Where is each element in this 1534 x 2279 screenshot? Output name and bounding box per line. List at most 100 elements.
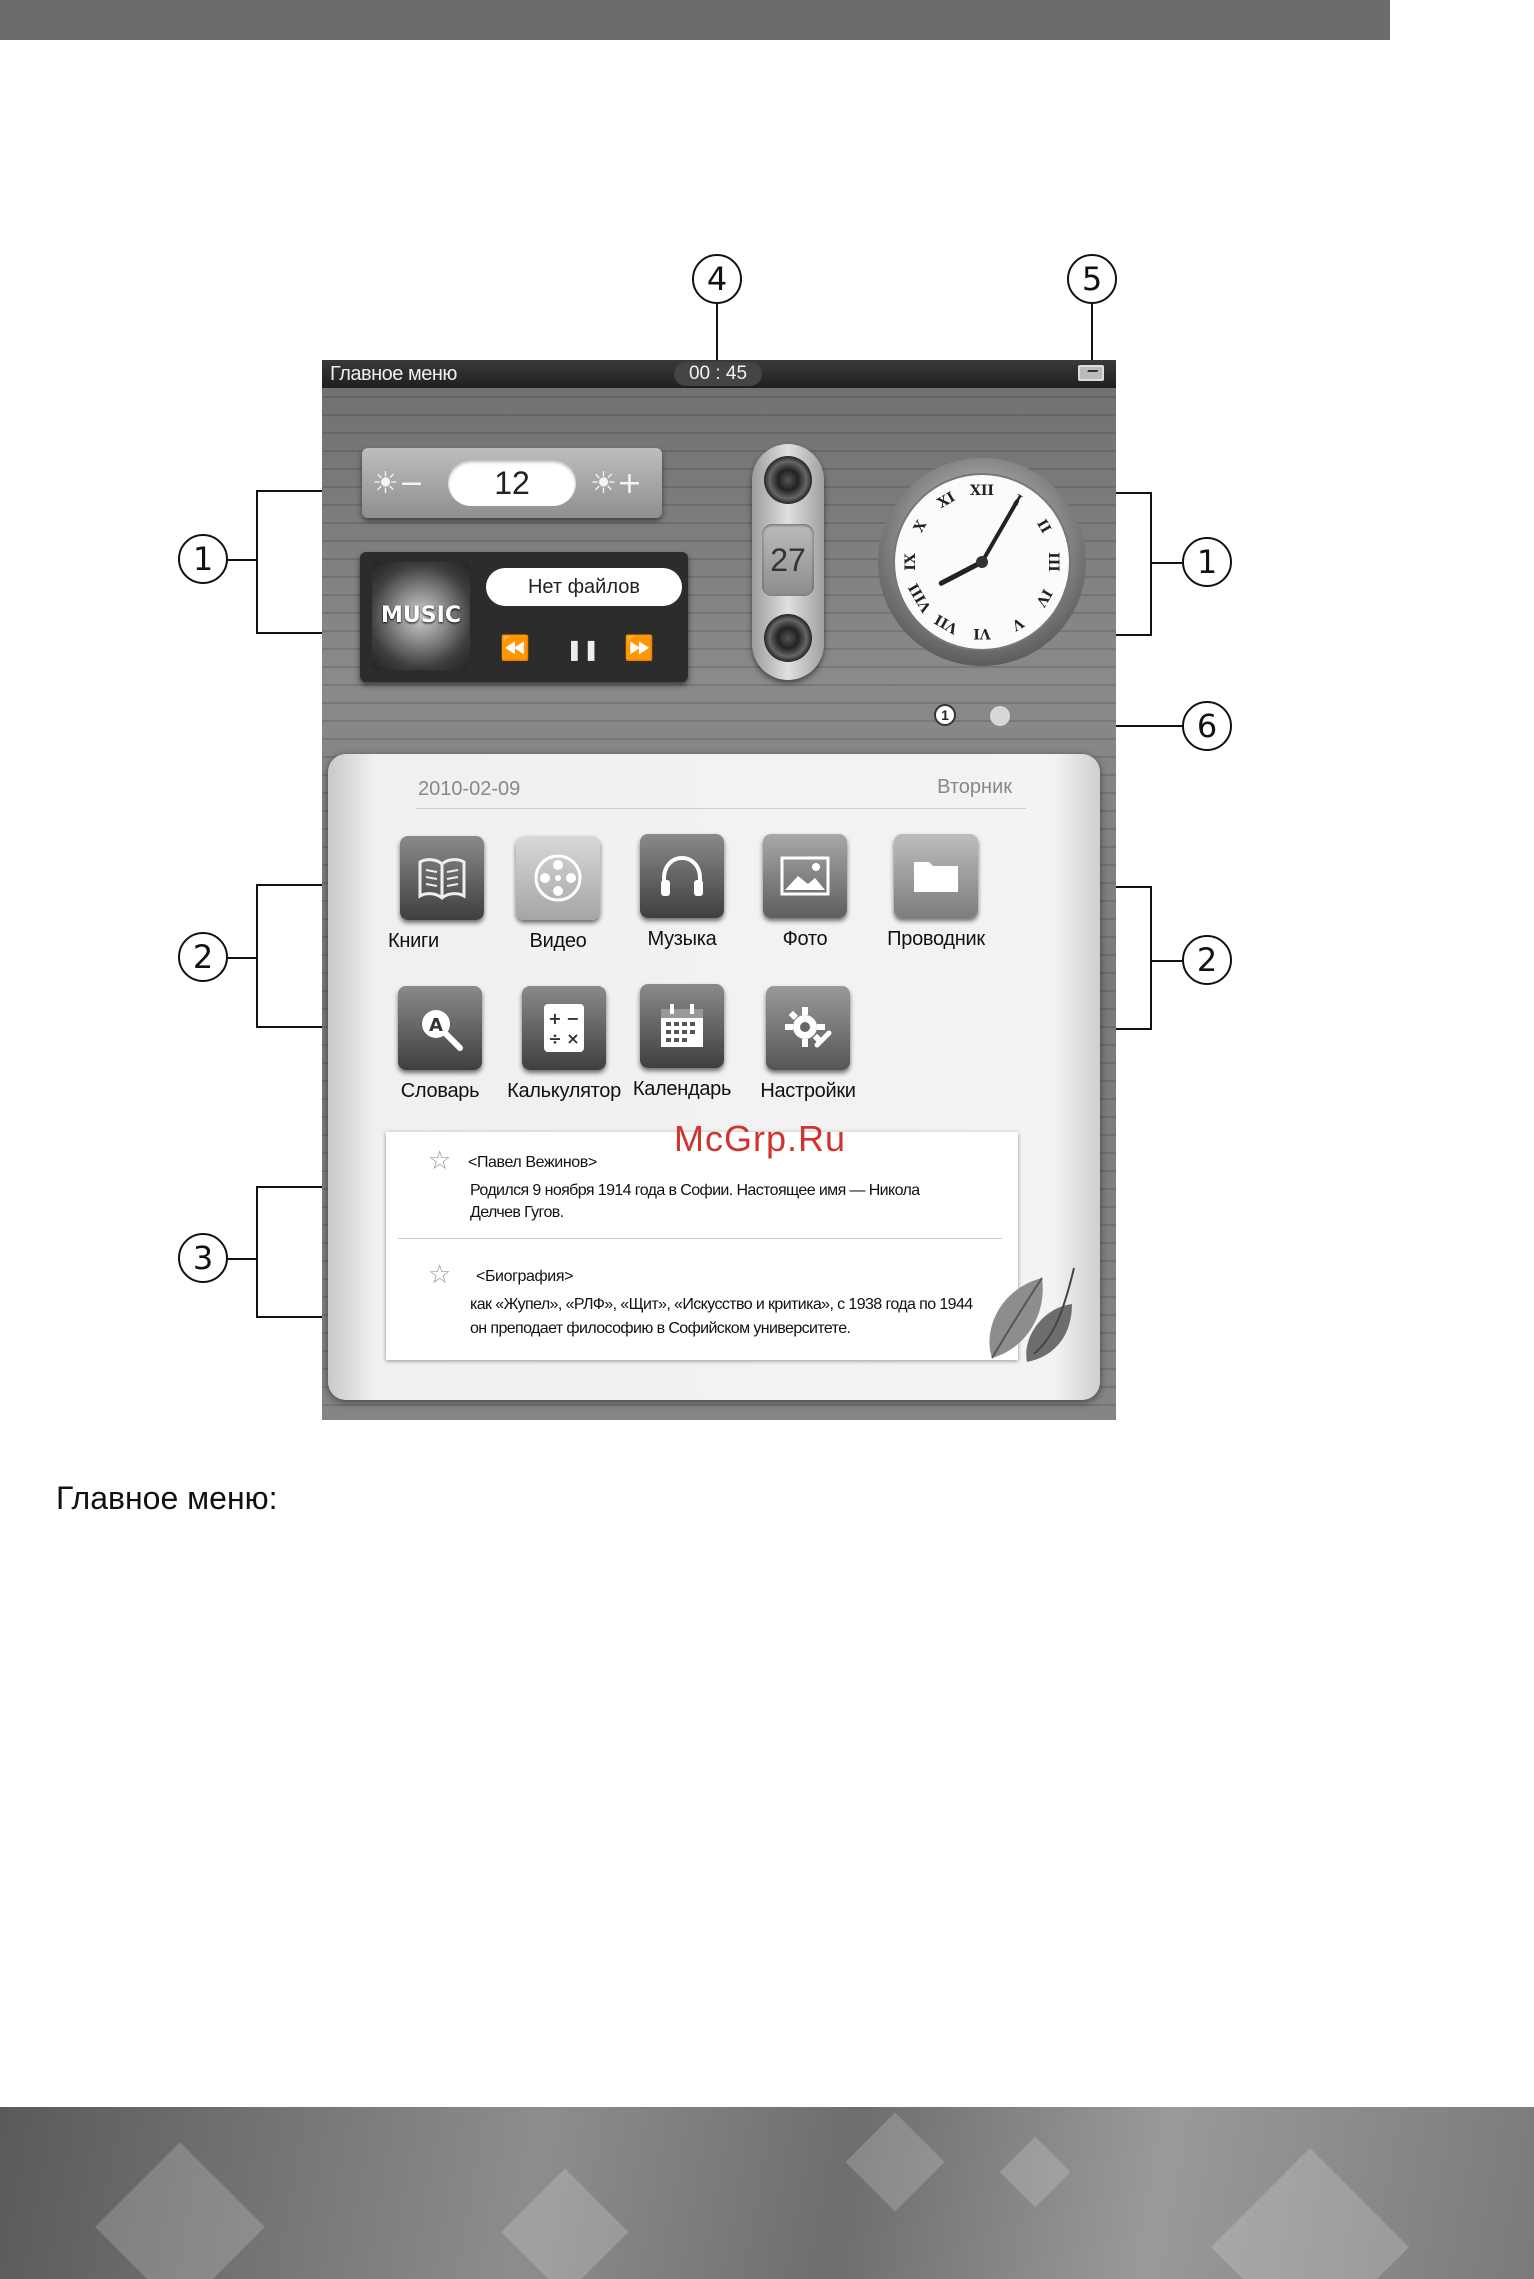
callout-2-left-bracket-bottom	[256, 1026, 370, 1028]
figure-caption: Главное меню:	[56, 1480, 278, 1516]
clock-numeral: XI	[935, 489, 958, 512]
app-photo[interactable]: Фото	[735, 834, 875, 951]
callout-1-right-leader	[1150, 562, 1182, 564]
film-reel-icon	[516, 836, 600, 920]
calendar-icon	[640, 984, 724, 1068]
svg-text:A: A	[429, 1015, 443, 1036]
callout-1-right: 1	[1182, 537, 1232, 587]
callout-2-left-leader	[228, 957, 258, 959]
callout-1-right-bracket	[1150, 492, 1152, 636]
note-title[interactable]: <Павел Вежинов>	[468, 1154, 597, 1171]
star-icon[interactable]: ☆	[428, 1146, 452, 1176]
callout-4: 4	[692, 254, 742, 304]
app-video[interactable]: Видео	[488, 836, 628, 953]
music-disc-icon[interactable]: MUSIC	[372, 562, 470, 670]
band-pattern	[501, 2168, 629, 2279]
app-explorer[interactable]: Проводник	[866, 834, 1006, 951]
band-pattern	[1211, 2148, 1409, 2279]
note-title[interactable]: <Биография>	[476, 1268, 574, 1285]
panel-date: 2010-02-09	[418, 778, 521, 800]
callout-5-leader	[1091, 304, 1093, 362]
callout-2-left-bracket-top	[256, 884, 370, 886]
callout-1-left-bracket-top	[256, 490, 332, 492]
band-pattern	[95, 2142, 265, 2279]
note-divider	[398, 1238, 1002, 1239]
callout-4-leader	[716, 304, 718, 362]
app-calendar[interactable]: Календарь	[612, 984, 752, 1101]
app-label: Музыка	[647, 928, 717, 950]
page-top-bar	[0, 0, 1390, 40]
callout-3-leader	[228, 1258, 258, 1260]
app-label: Видео	[529, 930, 587, 952]
main-panel: 2010-02-09 Вторник Книги Видео Музыка	[328, 754, 1100, 1400]
app-label: Калькулятор	[507, 1080, 621, 1102]
clock-center	[976, 556, 988, 568]
rewind-button[interactable]: ⏪	[500, 634, 530, 662]
callout-2-left-bracket	[256, 884, 258, 1028]
app-label: Книги	[388, 930, 439, 952]
pause-button[interactable]: ❚❚	[566, 637, 600, 661]
band-pattern	[999, 2136, 1071, 2208]
callout-3-bracket-bottom	[256, 1316, 370, 1318]
status-bar: Главное меню 00 : 45	[322, 360, 1116, 388]
speaker-bottom-icon	[764, 614, 812, 662]
callout-2-left: 2	[178, 932, 228, 982]
picture-icon	[763, 834, 847, 918]
clock-numeral: VI	[973, 625, 991, 641]
callout-3: 3	[178, 1233, 228, 1283]
panel-weekday: Вторник	[937, 776, 1012, 798]
panel-divider	[416, 808, 1026, 809]
callout-3-bracket	[256, 1186, 258, 1318]
fast-forward-button[interactable]: ⏩	[624, 634, 654, 662]
device-screen: Главное меню 00 : 45 ☀− 12 ☀+ MUSIC Нет …	[322, 360, 1116, 1420]
app-books[interactable]: Книги	[372, 836, 512, 953]
clock-hour-hand	[938, 559, 985, 586]
clock-numeral: III	[1045, 552, 1061, 572]
analog-clock[interactable]: XIIIIIIIIIVVVIVIIVIIIIXXXI	[876, 456, 1088, 668]
app-label: Настройки	[760, 1080, 856, 1102]
clock-numeral: XII	[970, 483, 994, 499]
svg-text:×: ×	[566, 1029, 579, 1048]
app-label: Словарь	[400, 1080, 480, 1102]
news-panel: ☆ <Павел Вежинов> Родился 9 ноября 1914 …	[386, 1132, 1075, 1362]
svg-text:−: −	[566, 1009, 579, 1028]
brightness-value: 12	[448, 460, 576, 506]
app-label: Фото	[782, 928, 828, 950]
star-icon[interactable]: ☆	[428, 1260, 452, 1290]
page-bottom-band	[0, 2107, 1534, 2279]
calculator-icon: +−÷×	[522, 986, 606, 1070]
callout-5: 5	[1067, 254, 1117, 304]
book-icon	[400, 836, 484, 920]
clock-minute-hand	[980, 499, 1019, 564]
svg-text:+: +	[548, 1009, 561, 1028]
callout-2-right-bracket	[1150, 886, 1152, 1030]
app-dictionary[interactable]: A Словарь	[370, 986, 510, 1103]
pager-dot-next[interactable]	[990, 706, 1010, 726]
callout-2-right-leader	[1150, 960, 1182, 962]
app-calculator[interactable]: +−÷× Калькулятор	[494, 986, 634, 1103]
calendar-day: 27	[762, 524, 814, 596]
app-music[interactable]: Музыка	[612, 834, 752, 951]
callout-1-left: 1	[178, 534, 228, 584]
app-label: Проводник	[887, 928, 985, 950]
brightness-widget: ☀− 12 ☀+	[362, 448, 662, 518]
note-text-line: Делчев Гугов.	[470, 1204, 564, 1221]
gear-icon	[766, 986, 850, 1070]
leaf-decoration-icon	[989, 1267, 1075, 1362]
clock-numeral: IX	[903, 553, 919, 571]
calendar-widget[interactable]: 27	[752, 444, 824, 680]
battery-charging-icon	[1078, 365, 1104, 381]
folder-icon	[894, 834, 978, 918]
headphones-icon	[640, 834, 724, 918]
band-pattern	[845, 2112, 945, 2212]
app-settings[interactable]: Настройки	[738, 986, 878, 1103]
callout-2-right: 2	[1182, 935, 1232, 985]
note-text-line: Родился 9 ноября 1914 года в Софии. Наст…	[470, 1182, 920, 1199]
note-text-line: он преподает философию в Софийском униве…	[470, 1320, 851, 1337]
app-label: Календарь	[632, 1078, 732, 1100]
brightness-up-button[interactable]: ☀+	[590, 466, 643, 501]
watermark: McGrp.Ru	[674, 1118, 847, 1159]
brightness-down-button[interactable]: ☀−	[372, 466, 425, 501]
callout-1-left-leader	[228, 559, 258, 561]
pager-dot-current[interactable]: 1	[934, 704, 956, 726]
